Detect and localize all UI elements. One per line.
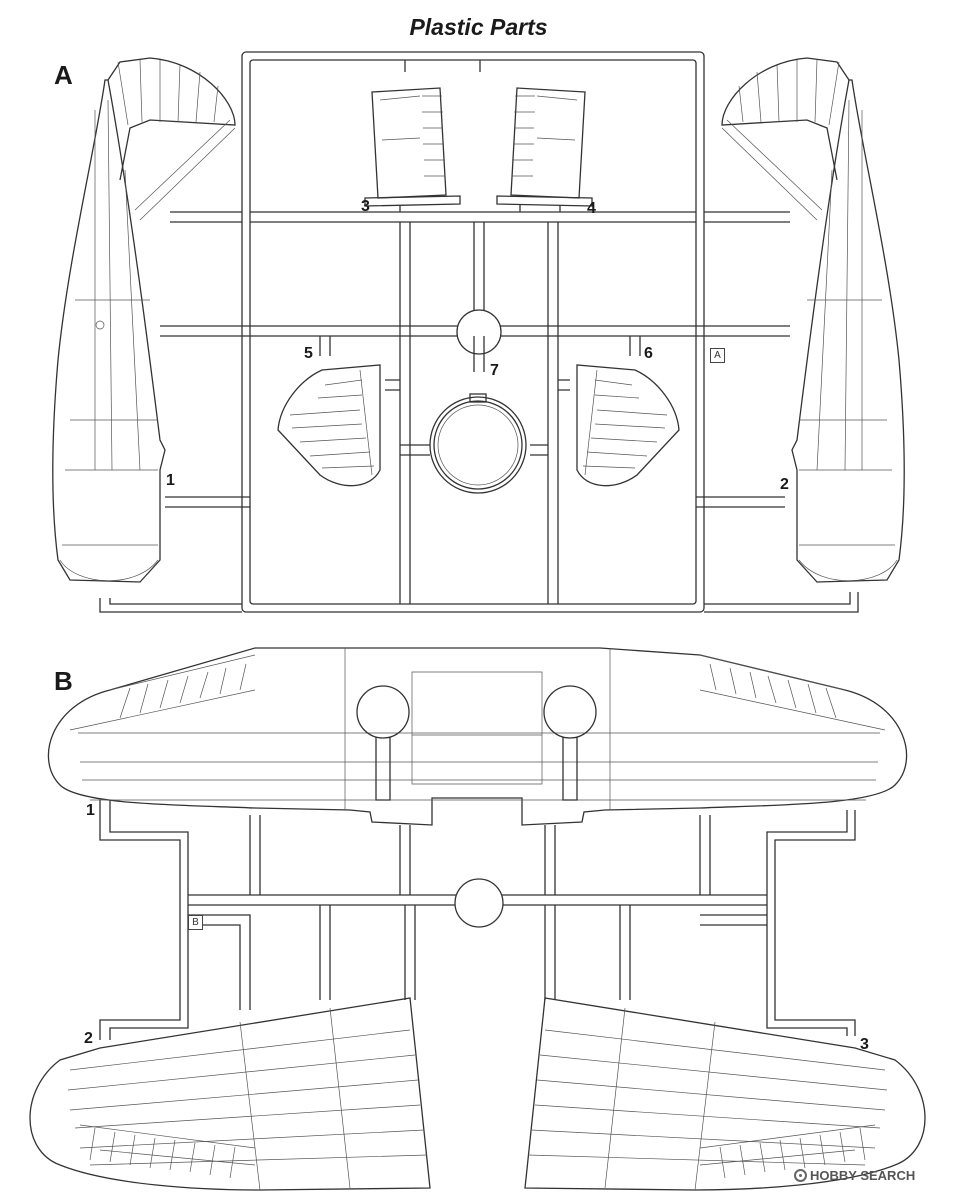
page-title: Plastic Parts	[409, 14, 548, 40]
sprue-a-frame	[99, 51, 859, 613]
watermark-text: HOBBY SEARCH	[810, 1168, 916, 1183]
sprue-a-tag: A	[710, 348, 725, 363]
part-number-a1: 1	[166, 472, 175, 489]
part-number-a4: 4	[587, 200, 596, 217]
part-number-a5: 5	[304, 345, 313, 362]
part-b3-upper-wing-right	[524, 997, 926, 1191]
part-a3	[364, 87, 461, 207]
part-number-a2: 2	[780, 476, 789, 493]
part-a2-fuselage-right	[721, 57, 905, 583]
sprue-b-label: B	[54, 666, 73, 696]
part-number-a7: 7	[490, 362, 499, 379]
part-number-a6: 6	[644, 345, 653, 362]
part-a6	[576, 364, 680, 487]
part-number-b1: 1	[86, 802, 95, 819]
hobbysearch-logo-icon	[794, 1169, 807, 1182]
part-b2-upper-wing-left	[29, 997, 431, 1191]
sprue-b-tag: B	[188, 915, 203, 930]
sprue-b-frame	[99, 800, 856, 1040]
watermark: HOBBY SEARCH	[794, 1168, 915, 1183]
part-a7-ring	[429, 393, 527, 494]
part-number-b2: 2	[84, 1030, 93, 1047]
part-number-b3: 3	[860, 1036, 869, 1053]
part-number-a3: 3	[361, 198, 370, 215]
part-a5	[277, 364, 381, 487]
part-b1-lower-wing	[47, 647, 908, 826]
part-a1-fuselage-left	[52, 57, 236, 583]
part-a4	[496, 87, 593, 207]
sprue-a-label: A	[54, 60, 73, 90]
